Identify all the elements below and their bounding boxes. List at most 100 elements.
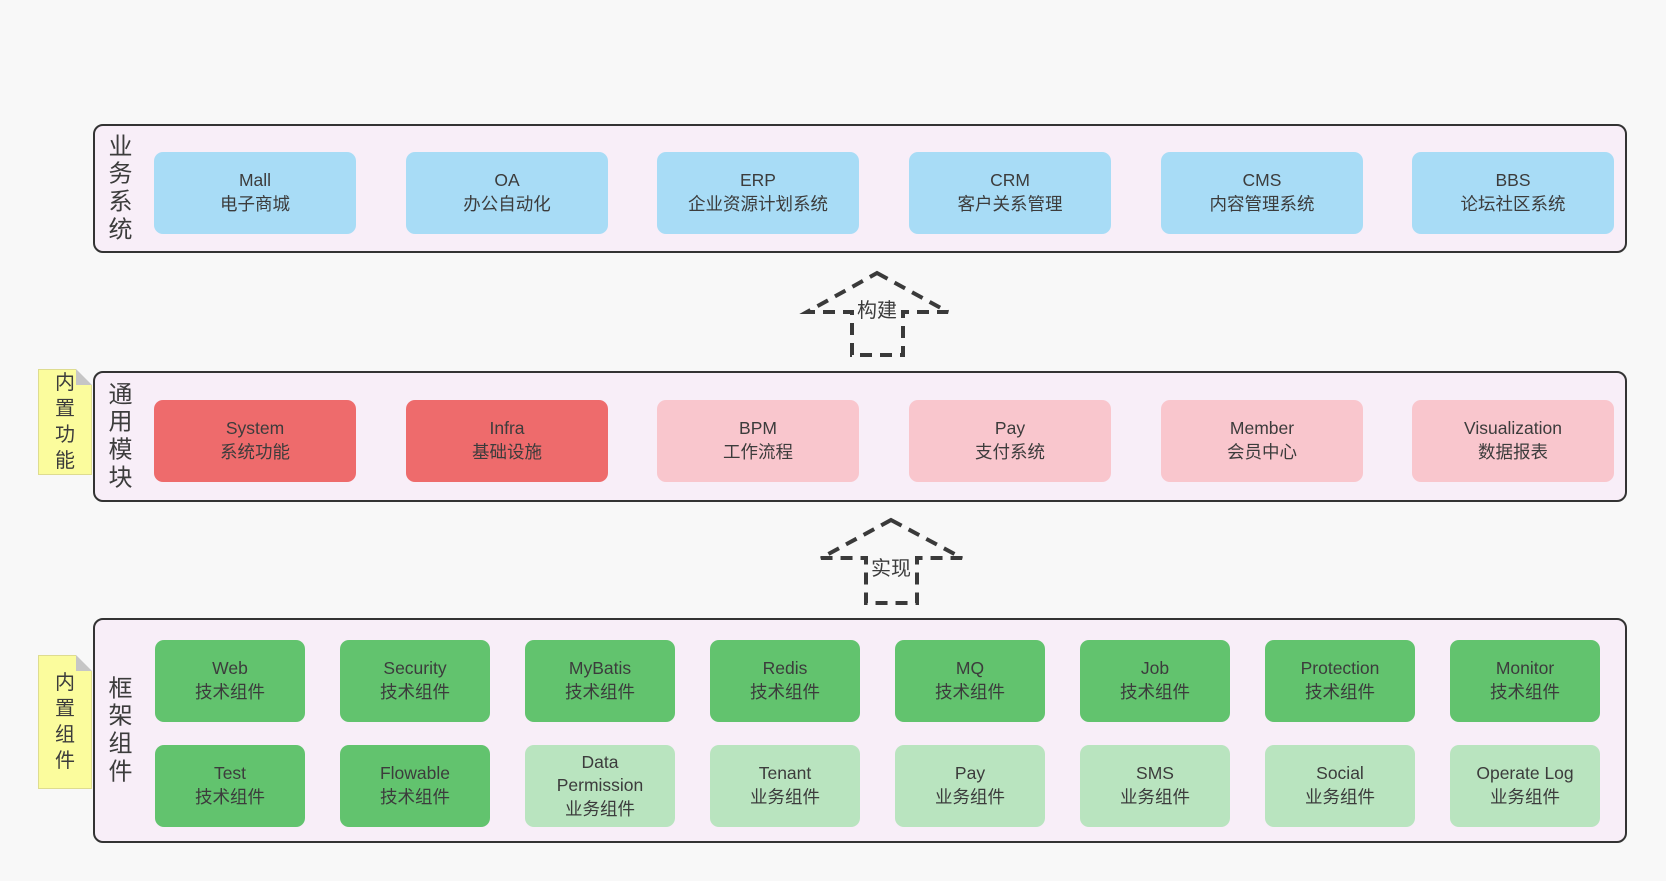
box-subtitle: 会员中心	[1227, 442, 1297, 462]
box-subtitle: 业务组件	[750, 787, 820, 807]
box-title: Protection	[1300, 658, 1380, 679]
box-pay: Pay 支付系统	[909, 400, 1111, 482]
box-title: Mall	[238, 170, 272, 191]
box-title: MyBatis	[568, 658, 632, 679]
box-subtitle: 论坛社区系统	[1460, 194, 1566, 214]
box-mybatis: MyBatis 技术组件	[525, 640, 675, 722]
arrow-implement-label: 实现	[868, 552, 914, 581]
box-bpm: BPM 工作流程	[657, 400, 859, 482]
box-title: CRM	[990, 170, 1030, 191]
box-subtitle: 电子商城	[220, 194, 290, 214]
sticky-note-label: 内置功能	[55, 372, 75, 472]
box-title: Redis	[762, 658, 808, 679]
box-title: Pay	[994, 418, 1026, 439]
box-title: System	[225, 418, 285, 439]
box-title: Data Permission	[556, 751, 644, 796]
box-subtitle: 内容管理系统	[1209, 194, 1315, 214]
box-job: Job 技术组件	[1080, 640, 1230, 722]
box-title: Web	[212, 658, 248, 679]
box-subtitle: 技术组件	[750, 682, 820, 702]
box-sms: SMS 业务组件	[1080, 745, 1230, 827]
box-title: Flowable	[379, 763, 451, 784]
box-test: Test 技术组件	[155, 745, 305, 827]
band-common-modules: 通用模块 System 系统功能 Infra 基础设施 BPM 工作流程 Pay 支付系统 Me…	[93, 371, 1627, 502]
box-title: Security	[383, 658, 447, 679]
box-subtitle: 企业资源计划系统	[688, 194, 828, 214]
band-label-business-systems: 业务系统	[108, 132, 133, 244]
box-title: BBS	[1495, 170, 1531, 191]
box-security: Security 技术组件	[340, 640, 490, 722]
box-subtitle: 技术组件	[1305, 682, 1375, 702]
box-subtitle: 系统功能	[220, 442, 290, 462]
box-visualization: Visualization 数据报表	[1412, 400, 1614, 482]
box-crm: CRM 客户关系管理	[909, 152, 1111, 234]
box-pay: Pay 业务组件	[895, 745, 1045, 827]
box-subtitle: 业务组件	[1305, 787, 1375, 807]
box-protection: Protection 技术组件	[1265, 640, 1415, 722]
box-title: CMS	[1242, 170, 1282, 191]
box-subtitle: 技术组件	[195, 682, 265, 702]
arrow-up-icon	[799, 270, 949, 357]
box-web: Web 技术组件	[155, 640, 305, 722]
box-subtitle: 办公自动化	[463, 194, 551, 214]
box-infra: Infra 基础设施	[406, 400, 608, 482]
box-monitor: Monitor 技术组件	[1450, 640, 1600, 722]
box-system: System 系统功能	[154, 400, 356, 482]
box-subtitle: 技术组件	[1490, 682, 1560, 702]
box-title: Pay	[954, 763, 986, 784]
sticky-note-built-in-features: 内置功能	[38, 369, 92, 475]
box-title: Tenant	[758, 763, 812, 784]
box-title: Job	[1140, 658, 1170, 679]
box-title: BPM	[739, 418, 777, 439]
box-subtitle: 基础设施	[472, 442, 542, 462]
arrow-up-outline	[820, 517, 963, 605]
box-member: Member 会员中心	[1161, 400, 1363, 482]
box-operate-log: Operate Log 业务组件	[1450, 745, 1600, 827]
box-subtitle: 技术组件	[195, 787, 265, 807]
band-business-systems: 业务系统 Mall 电子商城 OA 办公自动化 ERP 企业资源计划系统 CRM 客户关系管理…	[93, 124, 1627, 253]
box-mall: Mall 电子商城	[154, 152, 356, 234]
box-title: ERP	[740, 170, 776, 191]
box-title: Social	[1316, 763, 1364, 784]
box-oa: OA 办公自动化	[406, 152, 608, 234]
box-title: Member	[1229, 418, 1295, 439]
box-bbs: BBS 论坛社区系统	[1412, 152, 1614, 234]
box-redis: Redis 技术组件	[710, 640, 860, 722]
box-title: OA	[494, 170, 520, 191]
box-subtitle: 业务组件	[1120, 787, 1190, 807]
box-subtitle: 技术组件	[380, 682, 450, 702]
box-erp: ERP 企业资源计划系统	[657, 152, 859, 234]
arrow-up-icon	[820, 517, 963, 605]
box-subtitle: 技术组件	[1120, 682, 1190, 702]
box-subtitle: 支付系统	[975, 442, 1045, 462]
box-subtitle: 客户关系管理	[957, 194, 1063, 214]
box-cms: CMS 内容管理系统	[1161, 152, 1363, 234]
box-title: Monitor	[1495, 658, 1555, 679]
box-subtitle: 技术组件	[380, 787, 450, 807]
box-subtitle: 业务组件	[935, 787, 1005, 807]
box-title: SMS	[1136, 763, 1174, 784]
box-subtitle: 业务组件	[1490, 787, 1560, 807]
box-tenant: Tenant 业务组件	[710, 745, 860, 827]
box-subtitle: 业务组件	[565, 798, 635, 819]
arrow-up-outline	[799, 270, 949, 357]
box-title: Visualization	[1464, 418, 1562, 439]
box-subtitle: 数据报表	[1478, 442, 1548, 462]
arrow-build-label: 构建	[854, 294, 900, 323]
box-title: MQ	[955, 658, 985, 679]
box-social: Social 业务组件	[1265, 745, 1415, 827]
box-title: Infra	[489, 418, 525, 439]
box-mq: MQ 技术组件	[895, 640, 1045, 722]
box-subtitle: 工作流程	[723, 442, 793, 462]
sticky-note-label: 内置组件	[55, 672, 75, 772]
box-subtitle: 技术组件	[565, 682, 635, 702]
band-label-framework-components: 框架组件	[108, 674, 133, 786]
box-title: Test	[213, 763, 247, 784]
box-title: Operate Log	[1476, 763, 1574, 784]
box-flowable: Flowable 技术组件	[340, 745, 490, 827]
band-label-common-modules: 通用模块	[108, 380, 133, 492]
box-subtitle: 技术组件	[935, 682, 1005, 702]
